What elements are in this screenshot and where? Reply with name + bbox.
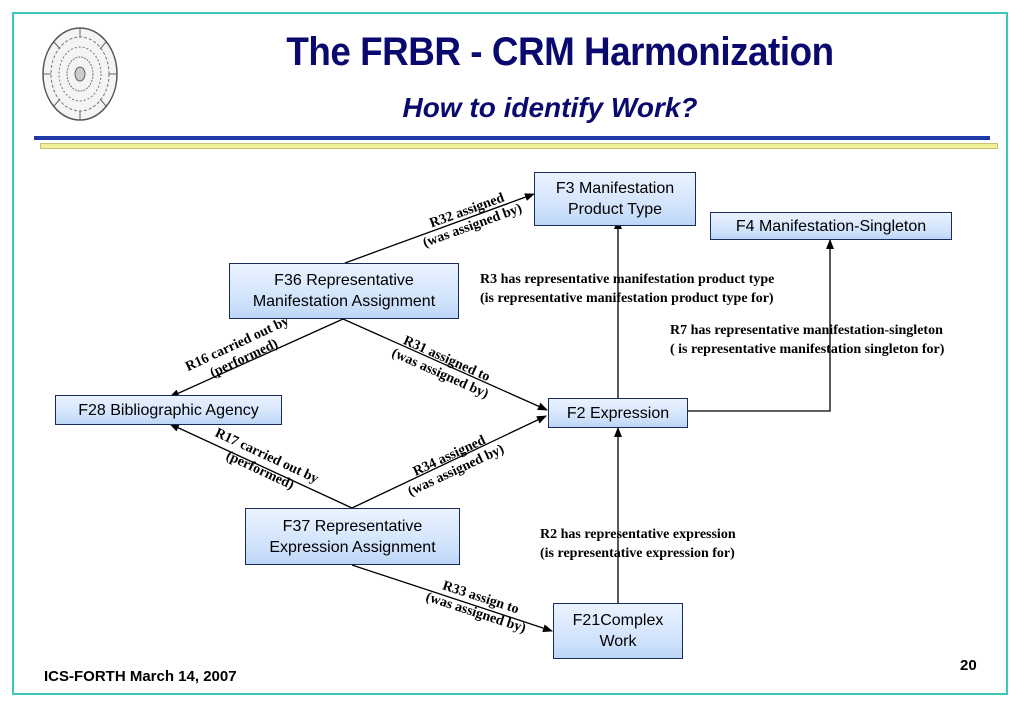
node-f37-representative-expression-assignment: F37 Representative Expression Assignment [245,508,460,565]
edge-r33 [351,564,553,632]
node-f21-label: F21Complex Work [572,612,664,650]
node-f37-label: F37 Representative Expression Assignment [269,517,436,556]
node-f3-manifestation-product-type: F3 Manifestation Product Type [534,172,696,226]
edge-r7 [688,239,834,412]
edge-r34 [351,415,547,509]
node-f3-label: F3 Manifestation Product Type [555,180,675,218]
page-number: 20 [960,657,977,674]
note-r3-line2: (is representative manifestation product… [480,291,774,306]
title-rule-blue [34,136,990,140]
edge-r17 [169,423,353,509]
note-r3-line1: R3 has representative manifestation prod… [480,272,775,287]
phaistos-disc-logo [42,27,118,121]
footer-text: ICS-FORTH March 14, 2007 [44,668,237,685]
node-f36-label: F36 Representative Manifestation Assignm… [252,272,436,310]
edge-r16 [169,318,344,398]
node-f4-manifestation-singleton: F4 Manifestation-Singleton [710,212,952,240]
node-f4-label: F4 Manifestation-Singleton [735,217,927,235]
note-r7-line1: R7 has representative manifestation-sing… [670,323,943,338]
node-f2-expression: F2 Expression [548,398,688,428]
note-r2-line1: R2 has representative expression [540,527,736,542]
edge-r32 [344,193,535,264]
node-f28-bibliographic-agency: F28 Bibliographic Agency [55,395,282,425]
slide-frame [12,12,1008,695]
note-r7-line2: ( is representative manifestation single… [670,342,945,357]
node-f2-label: F2 Expression [566,404,670,422]
node-f28-label: F28 Bibliographic Agency [78,401,259,419]
note-r2-line2: (is representative expression for) [540,546,735,561]
title-rule-yellow [40,143,998,149]
note-r2: R2 has representative expression (is rep… [540,525,736,563]
edge-r31 [342,318,548,411]
node-f21-complex-work: F21Complex Work [553,603,683,659]
note-r3: R3 has representative manifestation prod… [480,270,774,308]
slide-title: The FRBR - CRM Harmonization [286,30,834,74]
slide-subtitle: How to identify Work? [402,92,698,123]
node-f36-representative-manifestation-assignment: F36 Representative Manifestation Assignm… [229,263,459,319]
note-r7: R7 has representative manifestation-sing… [670,321,944,359]
